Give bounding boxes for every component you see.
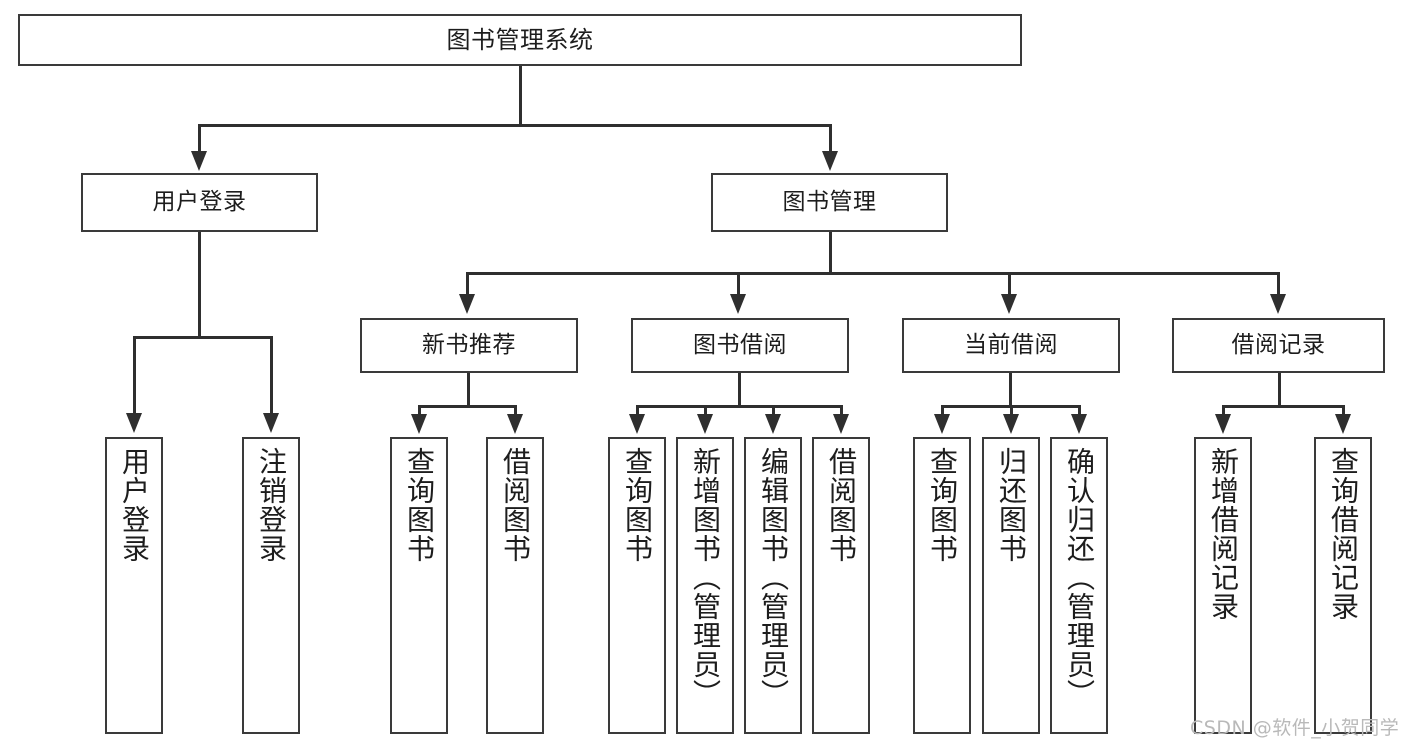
node-label: 图书借阅 <box>693 331 787 358</box>
arrow-leaf-add-book <box>697 414 713 434</box>
arrow-leaf-user-login <box>126 413 142 433</box>
node-leaf-logout-login[interactable]: 注销登录 <box>242 437 300 734</box>
edge-new-book-stem <box>467 373 470 407</box>
edge-drop-new-book <box>466 272 469 296</box>
edge-new-book-drop-2 <box>514 405 517 417</box>
edge-new-book-bus <box>418 405 517 408</box>
node-label: 查询图书 <box>926 447 959 563</box>
node-leaf-query-book-recommend[interactable]: 查询图书 <box>390 437 448 734</box>
arrow-leaf-logout-login <box>263 413 279 433</box>
node-book-borrow[interactable]: 图书借阅 <box>631 318 849 373</box>
node-leaf-confirm-return[interactable]: 确认归还（管理员） <box>1050 437 1108 734</box>
arrow-to-user-login <box>191 151 207 171</box>
node-label: 图书管理 <box>782 188 877 215</box>
node-label: 用户登录 <box>118 447 151 563</box>
arrow-book-borrow <box>730 294 746 314</box>
node-leaf-user-login[interactable]: 用户登录 <box>105 437 163 734</box>
edge-user-login-drop-1 <box>133 336 136 415</box>
edge-book-manage-bus <box>466 272 1280 275</box>
arrow-new-book-recommend <box>459 294 475 314</box>
arrow-current-borrow <box>1001 294 1017 314</box>
arrow-leaf-query-book-2 <box>629 414 645 434</box>
node-new-book-recommend[interactable]: 新书推荐 <box>360 318 578 373</box>
arrow-leaf-edit-book <box>765 414 781 434</box>
node-label: 当前借阅 <box>964 331 1058 358</box>
node-leaf-borrow-book-recommend[interactable]: 借阅图书 <box>486 437 544 734</box>
arrow-leaf-return-book <box>1003 414 1019 434</box>
node-leaf-add-book[interactable]: 新增图书（管理员） <box>676 437 734 734</box>
edge-to-book-manage <box>829 124 832 153</box>
edge-book-manage-stem <box>829 232 832 274</box>
edge-book-borrow-bus <box>636 405 843 408</box>
node-label: 查询借阅记录 <box>1327 447 1360 621</box>
arrow-leaf-borrow-book-2 <box>833 414 849 434</box>
edge-book-borrow-drop-2 <box>704 405 707 417</box>
node-label: 借阅记录 <box>1231 331 1326 358</box>
edge-drop-current-borrow <box>1008 272 1011 296</box>
node-leaf-query-borrow-record[interactable]: 查询借阅记录 <box>1314 437 1372 734</box>
edge-book-borrow-drop-4 <box>840 405 843 417</box>
node-label: 图书管理系统 <box>446 25 594 54</box>
node-label: 新增借阅记录 <box>1207 447 1240 621</box>
node-label: 新增图书（管理员） <box>689 447 722 708</box>
edge-root-stem <box>519 66 522 125</box>
node-label: 借阅图书 <box>825 447 858 563</box>
edge-borrow-record-bus <box>1222 405 1345 408</box>
node-leaf-edit-book[interactable]: 编辑图书（管理员） <box>744 437 802 734</box>
edge-user-login-drop-2 <box>270 336 273 415</box>
edge-current-borrow-drop-3 <box>1078 405 1081 417</box>
node-label: 查询图书 <box>621 447 654 563</box>
edge-book-borrow-drop-3 <box>772 405 775 417</box>
edge-current-borrow-drop-1 <box>941 405 944 417</box>
node-book-management[interactable]: 图书管理 <box>711 173 948 232</box>
node-leaf-return-book[interactable]: 归还图书 <box>982 437 1040 734</box>
edge-drop-borrow-record <box>1277 272 1280 296</box>
node-label: 注销登录 <box>255 447 288 563</box>
arrow-leaf-add-record <box>1215 414 1231 434</box>
arrow-leaf-query-book-1 <box>411 414 427 434</box>
edge-user-login-stem <box>198 232 201 338</box>
arrow-borrow-record <box>1270 294 1286 314</box>
arrow-leaf-query-book-3 <box>934 414 950 434</box>
node-label: 归还图书 <box>995 447 1028 563</box>
edge-book-borrow-drop-1 <box>636 405 639 417</box>
edge-new-book-drop-1 <box>418 405 421 417</box>
node-current-borrow[interactable]: 当前借阅 <box>902 318 1120 373</box>
arrow-leaf-query-record <box>1335 414 1351 434</box>
node-user-login[interactable]: 用户登录 <box>81 173 318 232</box>
edge-book-borrow-stem <box>738 373 741 407</box>
edge-current-borrow-drop-2 <box>1010 405 1013 417</box>
edge-borrow-record-stem <box>1278 373 1281 407</box>
node-label: 用户登录 <box>152 188 247 215</box>
node-label: 新书推荐 <box>422 331 516 358</box>
node-label: 确认归还（管理员） <box>1063 447 1096 708</box>
edge-drop-book-borrow <box>737 272 740 296</box>
node-leaf-add-borrow-record[interactable]: 新增借阅记录 <box>1194 437 1252 734</box>
node-leaf-query-book-current[interactable]: 查询图书 <box>913 437 971 734</box>
node-leaf-query-book-borrow[interactable]: 查询图书 <box>608 437 666 734</box>
watermark-text: CSDN @软件_小贺同学 <box>1190 717 1400 739</box>
edge-borrow-record-drop-1 <box>1222 405 1225 417</box>
node-label: 查询图书 <box>403 447 436 563</box>
edge-root-bus <box>198 124 832 127</box>
edge-borrow-record-drop-2 <box>1342 405 1345 417</box>
edge-current-borrow-stem <box>1009 373 1012 407</box>
arrow-to-book-manage <box>822 151 838 171</box>
arrow-leaf-borrow-book-1 <box>507 414 523 434</box>
edge-to-user-login <box>198 124 201 153</box>
node-label: 编辑图书（管理员） <box>757 447 790 708</box>
node-root-book-management-system[interactable]: 图书管理系统 <box>18 14 1022 66</box>
node-leaf-borrow-book[interactable]: 借阅图书 <box>812 437 870 734</box>
node-label: 借阅图书 <box>499 447 532 563</box>
node-borrow-record[interactable]: 借阅记录 <box>1172 318 1385 373</box>
edge-user-login-bus <box>133 336 273 339</box>
arrow-leaf-confirm-return <box>1071 414 1087 434</box>
